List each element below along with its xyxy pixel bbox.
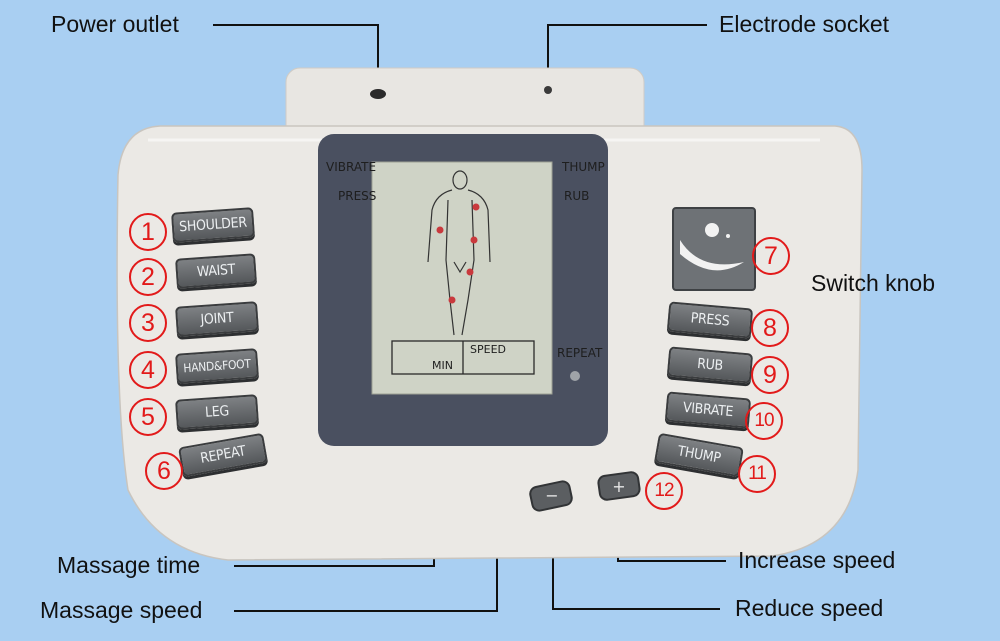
waist-button[interactable]: WAIST xyxy=(175,253,257,289)
plus-key[interactable] xyxy=(597,471,641,501)
callout-number-12: 12 xyxy=(645,472,683,510)
label-switch-knob: Switch knob xyxy=(811,270,936,296)
plus-key-label: + xyxy=(612,477,625,496)
joint-button[interactable]: JOINT xyxy=(175,301,259,337)
callout-number-5: 5 xyxy=(129,398,167,436)
power-outlet-port xyxy=(370,89,386,99)
lcd-repeat-led xyxy=(570,371,580,381)
label-increase-speed: Increase speed xyxy=(738,547,896,573)
lcd-label-min: MIN xyxy=(432,359,453,372)
hand-foot-button[interactable]: HAND&FOOT xyxy=(175,348,259,384)
lcd-label-repeat: REPEAT xyxy=(557,346,603,360)
callout-number-10: 10 xyxy=(745,402,783,440)
body-figure xyxy=(427,170,491,336)
lcd-label-thump: THUMP xyxy=(562,160,605,174)
label-massage-time: Massage time xyxy=(57,552,201,578)
callout-number-6: 6 xyxy=(145,452,183,490)
label-electrode-socket: Electrode socket xyxy=(719,11,890,37)
lcd-label-rub: RUB xyxy=(564,189,590,203)
callout-number-4: 4 xyxy=(129,351,167,389)
label-reduce-speed: Reduce speed xyxy=(735,595,884,621)
body-figure-points xyxy=(436,203,480,304)
callout-number-11: 11 xyxy=(738,455,776,493)
lcd-label-speed: SPEED xyxy=(470,343,506,356)
shoulder-button[interactable]: SHOULDER xyxy=(171,207,255,243)
callout-number-9: 9 xyxy=(751,356,789,394)
electrode-socket-port xyxy=(544,86,552,94)
callout-number-2: 2 xyxy=(129,258,167,296)
callout-number-3: 3 xyxy=(129,304,167,342)
lcd-screen xyxy=(371,161,553,395)
label-massage-speed: Massage speed xyxy=(40,597,203,623)
callout-number-8: 8 xyxy=(751,309,789,347)
minus-key[interactable] xyxy=(529,480,573,512)
leader-electrode-socket xyxy=(547,24,707,88)
lcd-label-vibrate: VIBRATE xyxy=(326,160,377,174)
callout-number-1: 1 xyxy=(129,213,167,251)
lcd-label-press: PRESS xyxy=(338,189,377,203)
leg-button[interactable]: LEG xyxy=(175,394,259,430)
label-power-outlet: Power outlet xyxy=(51,11,179,37)
minus-key-label: − xyxy=(545,486,558,505)
switch-knob-panel xyxy=(672,207,756,291)
callout-number-7: 7 xyxy=(752,237,790,275)
